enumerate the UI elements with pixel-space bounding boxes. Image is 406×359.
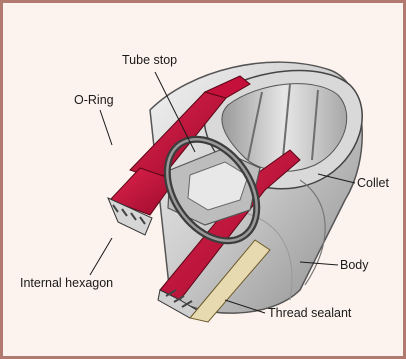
label-o-ring: O-Ring: [74, 93, 114, 107]
label-thread-sealant: Thread sealant: [268, 306, 352, 320]
label-body: Body: [340, 258, 369, 272]
leader-o-ring: [100, 110, 112, 145]
leader-internal-hexagon: [90, 238, 112, 275]
label-tube-stop: Tube stop: [122, 53, 177, 67]
label-collet: Collet: [357, 176, 389, 190]
label-internal-hexagon: Internal hexagon: [20, 276, 113, 290]
